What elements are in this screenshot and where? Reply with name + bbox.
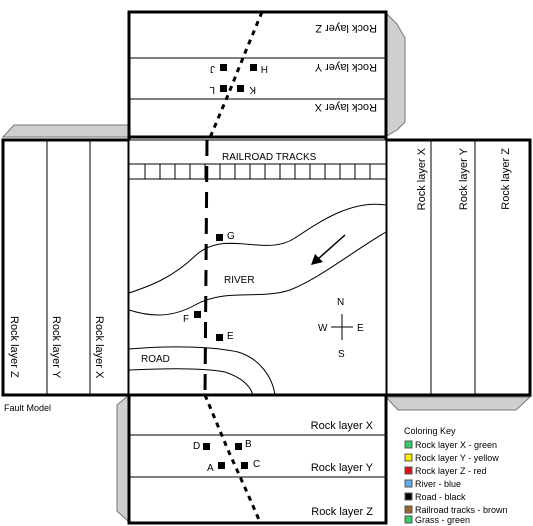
point-h-label: H bbox=[261, 63, 268, 74]
railroad-tracks-label: RAILROAD TRACKS bbox=[222, 152, 317, 163]
compass-w-label: W bbox=[318, 323, 328, 334]
glue-flap-bottom-left bbox=[116, 393, 130, 524]
key-label-railroad: Railroad tracks - brown bbox=[415, 505, 508, 515]
road-label: ROAD bbox=[141, 354, 170, 365]
key-label-rock-y: Rock layer Y - yellow bbox=[415, 453, 499, 463]
compass-n-label: N bbox=[337, 297, 344, 308]
key-label-rock-x: Rock layer X - green bbox=[415, 440, 497, 450]
glue-flap-right bbox=[384, 396, 532, 411]
point-e-label: E bbox=[227, 331, 234, 342]
point-b-marker bbox=[235, 443, 242, 450]
point-f-label: F bbox=[183, 314, 189, 325]
left-layer-y-label: Rock layer Y bbox=[50, 316, 62, 379]
compass-s-label: S bbox=[338, 349, 345, 360]
key-swatch-rock-z bbox=[404, 466, 413, 475]
key-swatch-road bbox=[404, 492, 413, 501]
river-label: RIVER bbox=[224, 275, 255, 286]
coloring-key: Coloring Key Rock layer X - green Rock l… bbox=[404, 426, 508, 525]
left-layer-x-label: Rock layer X bbox=[93, 316, 105, 379]
point-c-label: C bbox=[253, 459, 260, 470]
key-swatch-railroad bbox=[404, 505, 413, 514]
point-k-marker bbox=[237, 85, 244, 92]
compass-rose: N S E W bbox=[318, 297, 364, 360]
key-label-river: River - blue bbox=[415, 479, 461, 489]
key-swatch-rock-y bbox=[404, 453, 413, 462]
left-layer-z-label: Rock layer Z bbox=[8, 316, 20, 378]
key-label-grass: Grass - green bbox=[415, 515, 470, 525]
compass-e-label: E bbox=[357, 323, 364, 334]
right-panel: Rock layer X Rock layer Y Rock layer Z bbox=[384, 138, 532, 397]
map-panel: RAILROAD TRACKS RIVER bbox=[128, 139, 387, 396]
left-panel: Rock layer Z Rock layer Y Rock layer X bbox=[1, 138, 131, 397]
point-l-marker bbox=[220, 85, 227, 92]
point-a-label: A bbox=[207, 463, 214, 474]
point-d-marker bbox=[203, 443, 210, 450]
point-h-marker bbox=[250, 64, 257, 71]
point-g-marker bbox=[216, 234, 223, 241]
railroad-tracks bbox=[129, 163, 386, 180]
right-layer-y-label: Rock layer Y bbox=[458, 147, 470, 210]
key-swatch-rock-x bbox=[404, 440, 413, 449]
top-layer-z-label: Rock layer Z bbox=[315, 22, 377, 34]
fault-line bbox=[203, 11, 264, 523]
point-d-label: D bbox=[193, 441, 200, 452]
fault-model-label: Fault Model bbox=[4, 403, 51, 413]
point-k-label: K bbox=[249, 84, 256, 95]
top-layer-x-label: Rock layer X bbox=[314, 101, 377, 113]
bottom-layer-y-label: Rock layer Y bbox=[311, 462, 374, 474]
point-a-marker bbox=[218, 462, 225, 469]
glue-flap-left bbox=[1, 124, 130, 138]
point-f-marker bbox=[194, 311, 201, 318]
right-layer-x-label: Rock layer X bbox=[416, 147, 428, 210]
bottom-panel: Rock layer X Rock layer Y Rock layer Z D… bbox=[127, 393, 388, 525]
key-swatch-grass bbox=[404, 515, 413, 524]
point-e-marker bbox=[216, 334, 223, 341]
key-label-rock-z: Rock layer Z - red bbox=[415, 466, 487, 476]
top-layer-y-label: Rock layer Y bbox=[314, 61, 377, 73]
point-c-marker bbox=[241, 462, 248, 469]
river-flow-arrow bbox=[311, 234, 346, 265]
river bbox=[128, 203, 387, 316]
glue-flap-top-right bbox=[384, 10, 406, 138]
point-l-label: L bbox=[209, 84, 215, 95]
key-label-road: Road - black bbox=[415, 492, 466, 502]
coloring-key-title: Coloring Key bbox=[404, 426, 456, 436]
point-j-marker bbox=[220, 64, 227, 71]
top-panel: Rock layer Z Rock layer Y Rock layer X J… bbox=[127, 10, 388, 139]
point-g-label: G bbox=[227, 231, 235, 242]
bottom-layer-z-label: Rock layer Z bbox=[311, 506, 373, 518]
bottom-layer-x-label: Rock layer X bbox=[311, 420, 374, 432]
road bbox=[128, 346, 276, 396]
point-j-label: J bbox=[210, 63, 215, 74]
right-layer-z-label: Rock layer Z bbox=[500, 148, 512, 210]
key-swatch-river bbox=[404, 479, 413, 488]
point-b-label: B bbox=[245, 439, 252, 450]
